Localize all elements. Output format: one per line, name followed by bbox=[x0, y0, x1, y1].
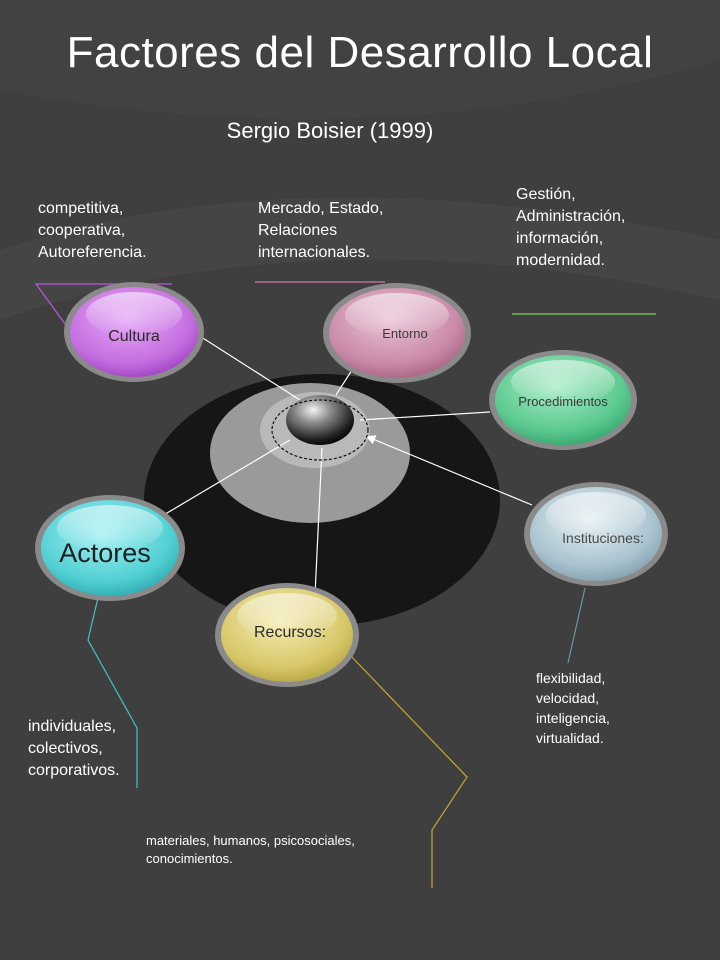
note-procedimientos: Gestión, Administración, información, mo… bbox=[516, 186, 626, 269]
actores-callout bbox=[87, 584, 138, 788]
note-actores: individuales, colectivos, corporativos. bbox=[28, 718, 120, 779]
node-procedimientos bbox=[489, 350, 637, 450]
node-label-cultura: Cultura bbox=[108, 328, 160, 345]
note-cultura: competitiva, cooperativa, Autoreferencia… bbox=[38, 200, 147, 261]
node-instituciones bbox=[524, 482, 668, 586]
background-sweeps bbox=[0, 0, 720, 320]
recursos-callout bbox=[349, 654, 468, 888]
node-label-procedimientos: Procedimientos bbox=[518, 394, 608, 409]
note-recursos: materiales, humanos, psicosociales, cono… bbox=[146, 833, 355, 866]
note-entorno: Mercado, Estado, Relaciones internaciona… bbox=[258, 200, 384, 261]
node-label-instituciones: Instituciones: bbox=[562, 530, 644, 546]
note-instituciones: flexibilidad, velocidad, inteligencia, v… bbox=[536, 670, 610, 746]
node-actores bbox=[35, 495, 185, 601]
center-orb bbox=[271, 395, 369, 461]
node-recursos bbox=[215, 583, 359, 687]
node-entorno bbox=[323, 283, 471, 383]
page-subtitle: Sergio Boisier (1999) bbox=[226, 118, 434, 143]
node-label-actores: Actores bbox=[59, 538, 151, 568]
page-title: Factores del Desarrollo Local bbox=[66, 28, 654, 77]
node-label-recursos: Recursos: bbox=[253, 624, 327, 641]
connector-lines bbox=[161, 332, 533, 596]
node-cultura bbox=[64, 282, 204, 382]
instituciones-callout bbox=[567, 587, 586, 664]
node-label-entorno: Entorno bbox=[382, 326, 428, 341]
